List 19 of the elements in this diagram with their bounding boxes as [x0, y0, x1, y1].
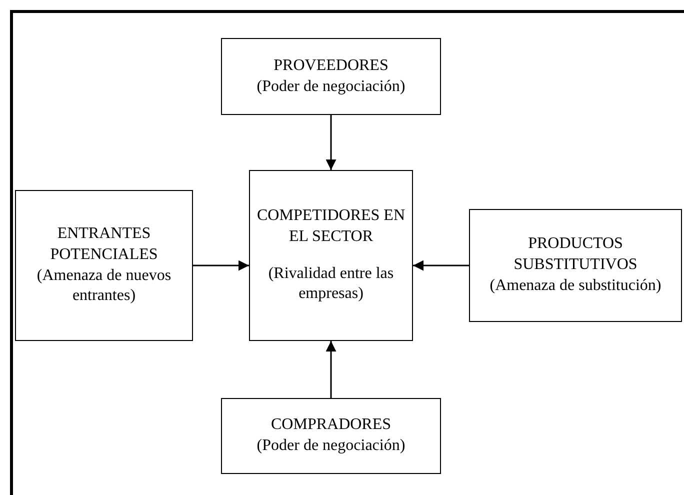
box-subtitle: (Rivalidad entre las empresas) [267, 264, 395, 304]
text-box [469, 209, 682, 322]
arrow [326, 341, 336, 398]
text-box [249, 170, 413, 341]
box-subtitle: (Poder de negociación) [256, 436, 406, 456]
arrow [413, 260, 469, 271]
box-heading: COMPETIDORES EN EL SECTOR [256, 206, 406, 247]
text-box [15, 190, 193, 341]
box-heading: ENTRANTES POTENCIALES [49, 224, 159, 265]
box-heading: PRODUCTOS SUBSTITUTIVOS [512, 234, 638, 276]
box-heading: COMPRADORES [270, 415, 392, 436]
box-heading: PROVEEDORES [274, 56, 388, 76]
text-box [221, 38, 441, 115]
arrow [193, 260, 249, 271]
box-subtitle: (Poder de negociación) [256, 76, 406, 96]
box-subtitle: (Amenaza de nuevos entrantes) [36, 266, 172, 306]
box-subtitle: (Amenaza de substitución) [490, 276, 662, 296]
arrow [326, 115, 336, 170]
text-box [221, 398, 441, 474]
